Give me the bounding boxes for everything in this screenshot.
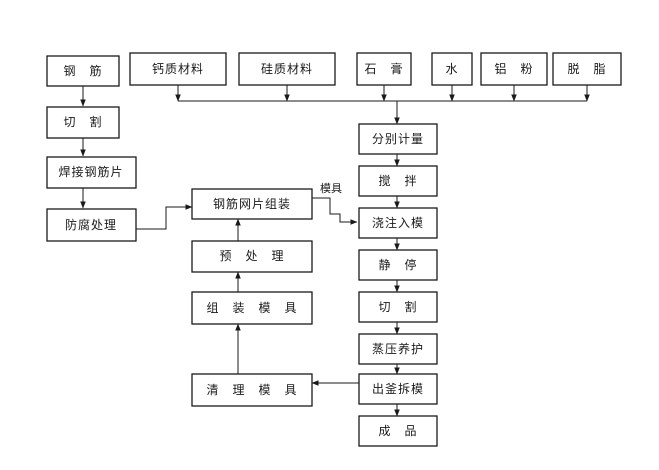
svg-text:搅 拌: 搅 拌	[378, 173, 417, 188]
node-anticorrosion: 防腐处理	[46, 208, 137, 242]
node-cutting-bar: 切 割	[46, 106, 120, 139]
node-preprocess: 预 处 理	[191, 240, 313, 273]
svg-text:清 理 模 具: 清 理 模 具	[206, 383, 297, 397]
svg-text:防腐处理: 防腐处理	[65, 217, 117, 232]
connectors	[80, 85, 590, 417]
node-static-rest: 静 停	[358, 249, 438, 281]
svg-text:出釜拆模: 出釜拆模	[372, 381, 424, 396]
node-aluminum-powder: 铝 粉	[480, 52, 548, 86]
node-pour-mould: 浇注入模	[358, 207, 438, 239]
svg-text:组 装 模 具: 组 装 模 具	[206, 301, 297, 315]
node-mesh-assembly: 钢筋网片组装	[191, 188, 313, 220]
svg-text:焊接钢筋片: 焊接钢筋片	[58, 164, 123, 179]
svg-text:静 停: 静 停	[378, 257, 417, 272]
svg-text:硅质材料: 硅质材料	[261, 62, 313, 76]
node-degreasing: 脱 脂	[552, 52, 622, 86]
svg-text:蒸压养护: 蒸压养护	[372, 341, 424, 356]
node-product: 成 品	[358, 415, 438, 447]
svg-text:预 处 理: 预 处 理	[219, 249, 284, 263]
node-calcium-material: 钙质材料	[129, 52, 227, 86]
node-assemble-mould: 组 装 模 具	[191, 291, 313, 325]
svg-text:成 品: 成 品	[378, 424, 417, 438]
svg-text:石 膏: 石 膏	[364, 61, 403, 76]
svg-text:浇注入模: 浇注入模	[372, 215, 424, 230]
node-clean-mould: 清 理 模 具	[191, 373, 313, 407]
edge-label-mould: 模具	[320, 182, 342, 195]
svg-text:钢 筋: 钢 筋	[63, 63, 102, 78]
svg-text:切 割: 切 割	[63, 114, 102, 129]
node-water: 水	[431, 52, 473, 86]
node-steel-bar: 钢 筋	[46, 55, 120, 87]
arrow-mesh-to-pour	[312, 197, 358, 225]
svg-text:钢筋网片组装: 钢筋网片组装	[213, 196, 291, 211]
node-batching: 分别计量	[358, 123, 438, 155]
node-silica-material: 硅质材料	[238, 52, 336, 86]
svg-text:分别计量: 分别计量	[372, 132, 424, 146]
node-demould: 出釜拆模	[358, 373, 438, 405]
node-mixing: 搅 拌	[358, 165, 438, 197]
node-weld-mesh: 焊接钢筋片	[46, 156, 137, 189]
svg-text:水: 水	[445, 62, 458, 76]
svg-text:铝 粉: 铝 粉	[494, 61, 533, 76]
arrow-anticorrosion-to-mesh	[136, 204, 193, 230]
node-autoclave: 蒸压养护	[358, 333, 438, 365]
node-gypsum: 石 膏	[356, 52, 412, 86]
node-cutting-block: 切 割	[358, 291, 438, 323]
svg-text:脱 脂: 脱 脂	[567, 61, 606, 76]
svg-text:钙质材料: 钙质材料	[152, 62, 204, 76]
svg-text:切 割: 切 割	[378, 299, 417, 314]
